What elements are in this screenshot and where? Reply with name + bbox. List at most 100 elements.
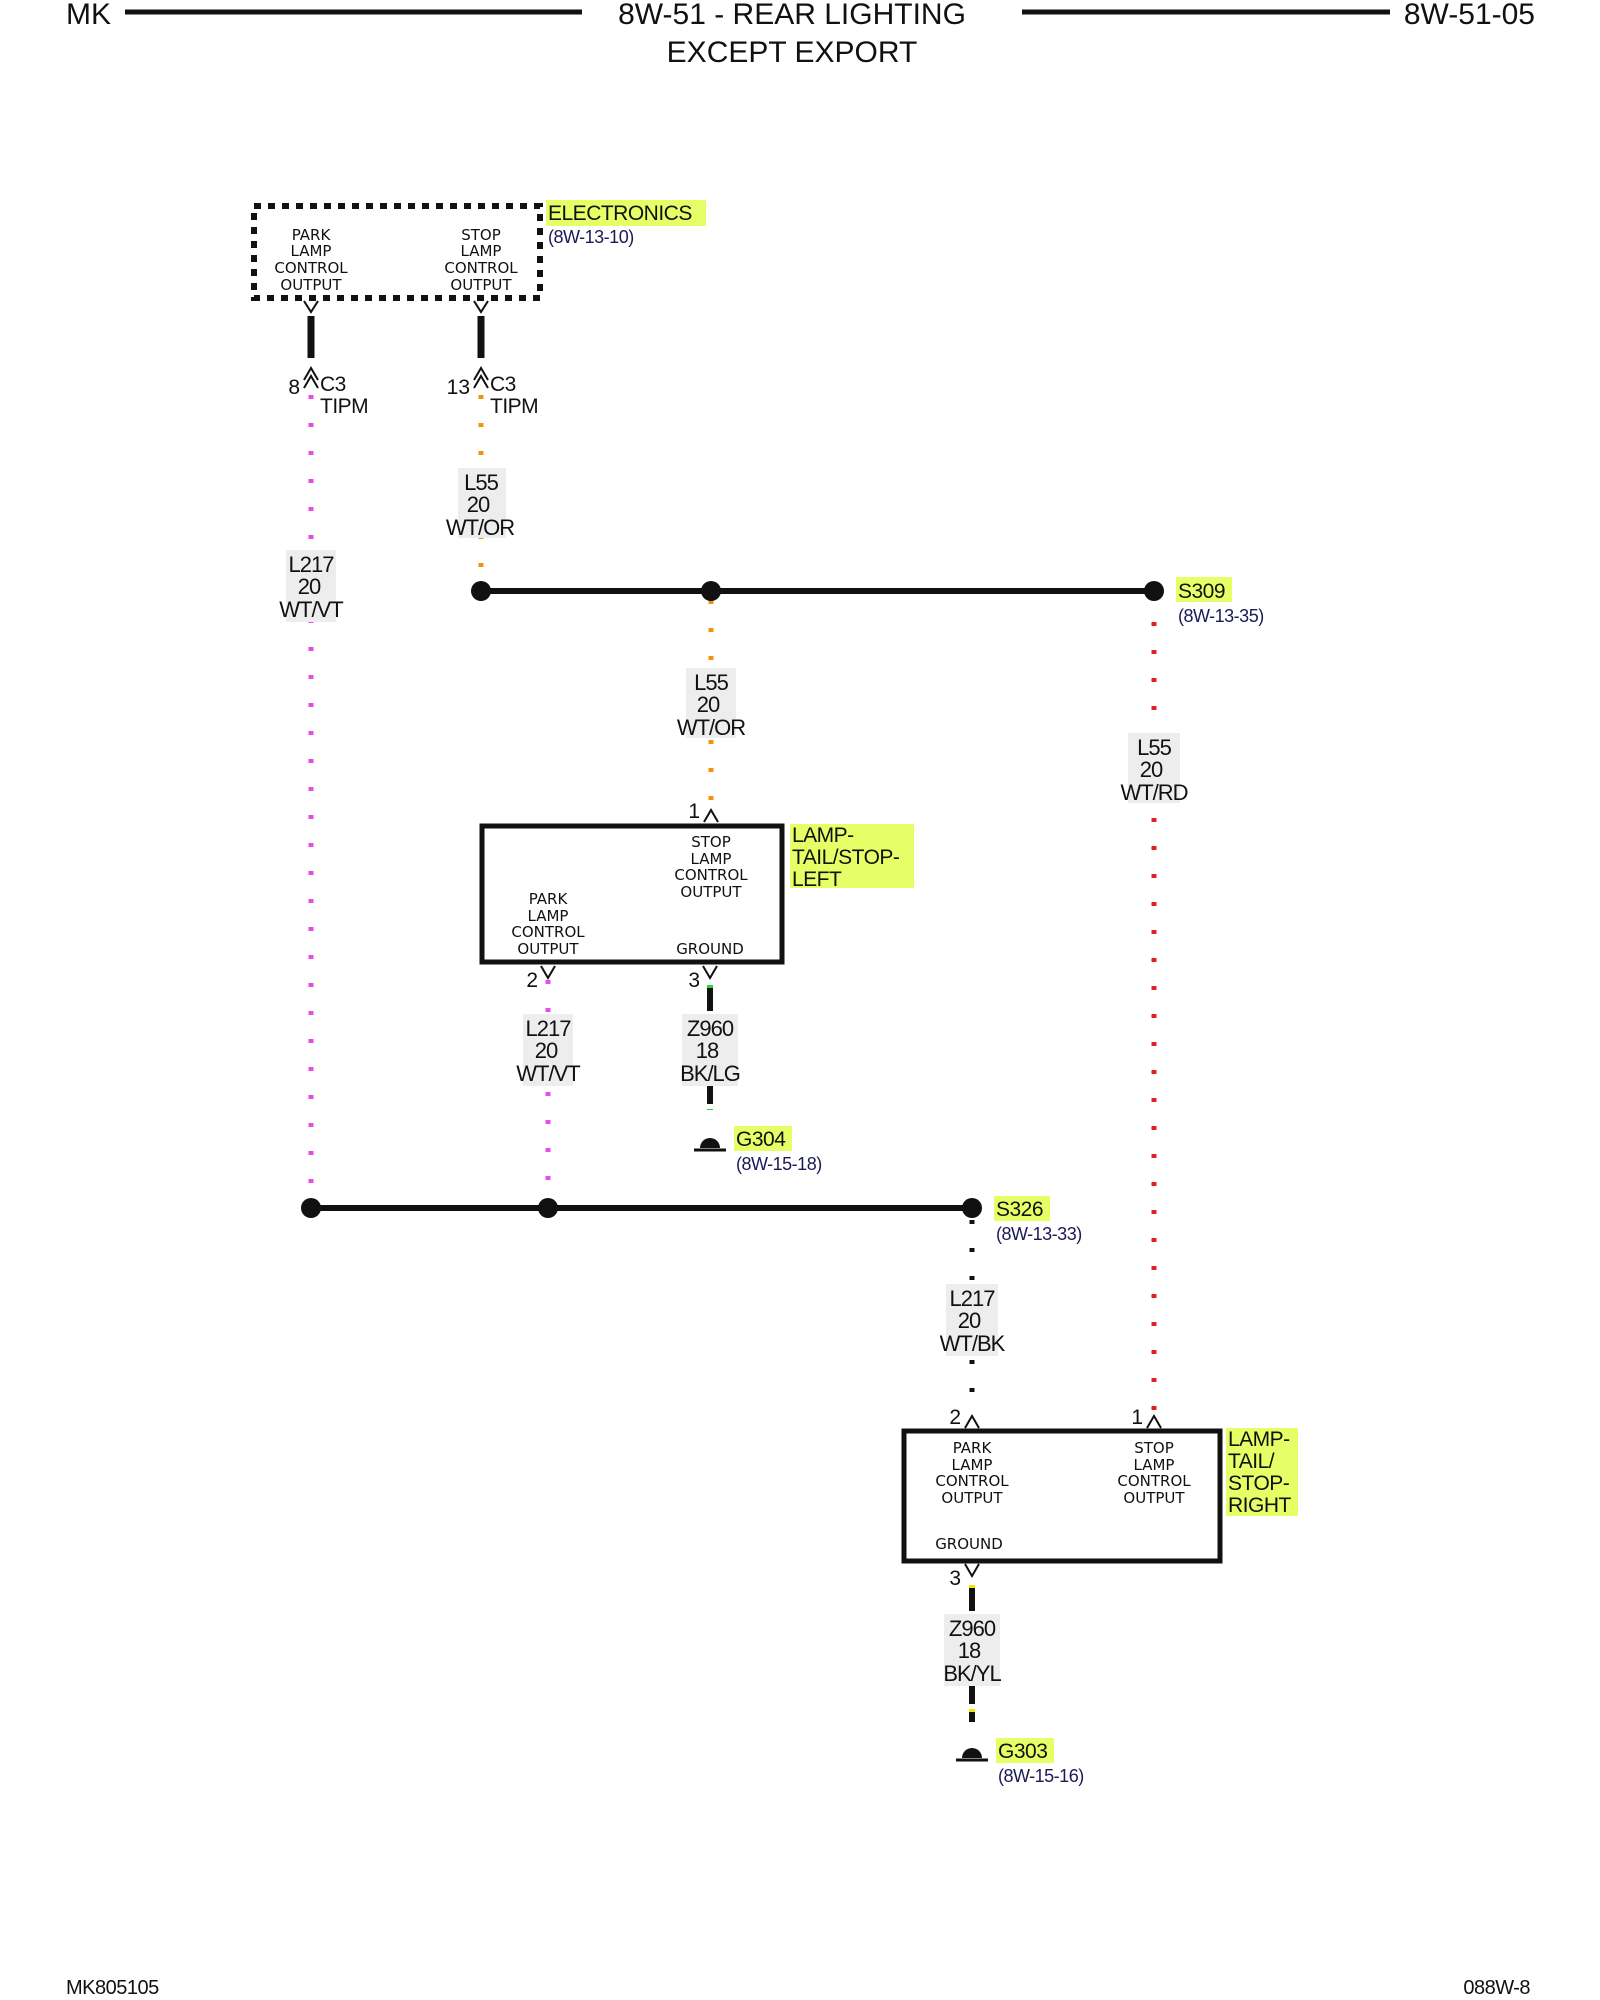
- lamp-left-park-line: OUTPUT: [517, 940, 579, 958]
- lamp-right-park-line: LAMP: [952, 1456, 993, 1474]
- electronics-stop-label: STOP LAMP CONTROL OUTPUT: [444, 226, 518, 294]
- header-right: 8W-51-05: [1404, 0, 1535, 31]
- lamp-left-park-terminal: [540, 965, 556, 980]
- wire-label-z960-right: Z960 18 BK/YL: [943, 1614, 1002, 1686]
- s309-ref: (8W-13-35): [1178, 606, 1264, 626]
- wire-label-line: L217: [526, 1016, 572, 1041]
- lamp-left-pin-stop: 1: [688, 800, 700, 823]
- wire-label-line: L55: [464, 470, 498, 495]
- s326-ref: (8W-13-33): [996, 1224, 1082, 1244]
- lamp-left-park-line: PARK: [529, 890, 569, 908]
- electronics-name-highlight: [546, 200, 706, 226]
- wire-label-line: BK/LG: [680, 1061, 740, 1086]
- wire-label-line: 20: [535, 1038, 558, 1063]
- wire-label-bg: [523, 1014, 573, 1086]
- wire-label-bg: [686, 668, 736, 738]
- lamp-right-stop-line: CONTROL: [1117, 1472, 1191, 1490]
- lamp-right-pin-park: 2: [949, 1406, 961, 1429]
- lamp-right-stop-line: STOP: [1134, 1439, 1174, 1457]
- footer-right: 088W-8: [1463, 1977, 1530, 1999]
- wire-label-z960-left: Z960 18 BK/LG: [680, 1014, 741, 1086]
- electronics-stop-line: CONTROL: [444, 259, 518, 277]
- lamp-left-pin-park: 2: [526, 969, 538, 992]
- lamp-left-park-line: CONTROL: [511, 923, 585, 941]
- lamp-right-stop-terminal: [1146, 1414, 1162, 1429]
- electronics-park-terminal: [303, 300, 319, 314]
- g303-name: G303: [998, 1740, 1047, 1763]
- electronics-park-line: OUTPUT: [280, 276, 342, 294]
- splice-node: [471, 581, 491, 601]
- wire-label-l55-right: L55 20 WT/RD: [1120, 733, 1189, 805]
- c3-park-connector-icon: [303, 374, 319, 389]
- ground-icon-dome: [700, 1138, 720, 1148]
- lamp-right-box: [901, 1428, 1223, 1564]
- lamp-right-name-line: LAMP-: [1228, 1428, 1290, 1451]
- lamp-left-name-line: LAMP-: [792, 824, 854, 847]
- lamp-right-stop-line: LAMP: [1134, 1456, 1175, 1474]
- lamp-right-park-line: CONTROL: [935, 1472, 1009, 1490]
- wire-label-bg: [458, 468, 506, 538]
- g304-ref: (8W-15-18): [736, 1154, 822, 1174]
- g304-name-highlight: [734, 1126, 792, 1151]
- c3-stop-pin: 13: [447, 376, 470, 399]
- c3-stop-connector: C3: [490, 373, 516, 396]
- wire-label-bg: [946, 1284, 998, 1356]
- ground-icon: [956, 1748, 988, 1762]
- wire-label-line: 20: [467, 492, 490, 517]
- s309-name-highlight: [1176, 577, 1232, 602]
- footer-left: MK805105: [66, 1977, 159, 1999]
- lamp-left-pin-ground: 3: [688, 969, 700, 992]
- lamp-right-park-label: PARK LAMP CONTROL OUTPUT: [935, 1439, 1009, 1507]
- lamp-right-park-line: PARK: [953, 1439, 993, 1457]
- wire-label-line: L217: [950, 1286, 996, 1311]
- header-title-line1: 8W-51 - REAR LIGHTING: [618, 0, 966, 31]
- wire-label-line: WT/VT: [516, 1061, 580, 1086]
- lamp-right-park-terminal: [964, 1414, 980, 1429]
- wire-label-line: 20: [1140, 757, 1163, 782]
- wire-label-line: Z960: [949, 1616, 996, 1641]
- s326-name-highlight: [994, 1196, 1050, 1221]
- wire-label-line: BK/YL: [943, 1661, 1001, 1686]
- wire-label-line: Z960: [687, 1016, 734, 1041]
- lamp-right-ground-label: GROUND: [935, 1535, 1003, 1553]
- lamp-right-pin-stop: 1: [1131, 1406, 1143, 1429]
- lamp-right-park-line: OUTPUT: [941, 1489, 1003, 1507]
- wire-label-l217-low: L217 20 WT/BK: [940, 1284, 1007, 1356]
- electronics-stop-line: STOP: [461, 226, 501, 244]
- electronics-name: ELECTRONICS: [548, 202, 692, 225]
- lamp-left-ground-terminal: [702, 965, 718, 980]
- wire-label-line: WT/BK: [940, 1331, 1006, 1356]
- wire-label-line: WT/VT: [279, 597, 343, 622]
- splice-node: [301, 1198, 321, 1218]
- c3-park-module: TIPM: [320, 395, 368, 418]
- s309-name: S309: [1178, 580, 1225, 603]
- header-left: MK: [66, 0, 111, 31]
- wire-label-bg: [286, 550, 336, 622]
- wire-label-line: 20: [697, 692, 720, 717]
- wire-label-bg: [944, 1614, 1000, 1686]
- wire-label-bg: [682, 1014, 738, 1086]
- lamp-right-stop-label: STOP LAMP CONTROL OUTPUT: [1117, 1439, 1191, 1507]
- wire-label-line: WT/OR: [446, 515, 514, 540]
- g303-name-highlight: [996, 1738, 1054, 1763]
- wire-label-line: 20: [298, 574, 321, 599]
- ground-icon-dome: [962, 1748, 982, 1758]
- electronics-ref: (8W-13-10): [548, 227, 634, 247]
- wire-label-l55-mid: L55 20 WT/OR: [677, 668, 746, 740]
- splice-node: [538, 1198, 558, 1218]
- lamp-left-name-highlight: [790, 824, 914, 888]
- electronics-stop-terminal: [473, 300, 489, 314]
- wire-label-bg: [1128, 733, 1180, 803]
- wire-label-l217-mid: L217 20 WT/VT: [516, 1014, 581, 1086]
- c3-stop-connector-icon: [473, 366, 489, 381]
- lamp-left-box: [479, 823, 785, 965]
- lamp-left-stop-line: CONTROL: [674, 866, 748, 884]
- c3-stop-connector-icon: [473, 374, 489, 389]
- electronics-park-line: CONTROL: [274, 259, 348, 277]
- lamp-left-park-line: LAMP: [528, 907, 569, 925]
- s326-name: S326: [996, 1198, 1043, 1221]
- lamp-right-name-highlight: [1226, 1428, 1298, 1516]
- electronics-stop-line: LAMP: [461, 242, 502, 260]
- wire-label-line: L55: [694, 670, 728, 695]
